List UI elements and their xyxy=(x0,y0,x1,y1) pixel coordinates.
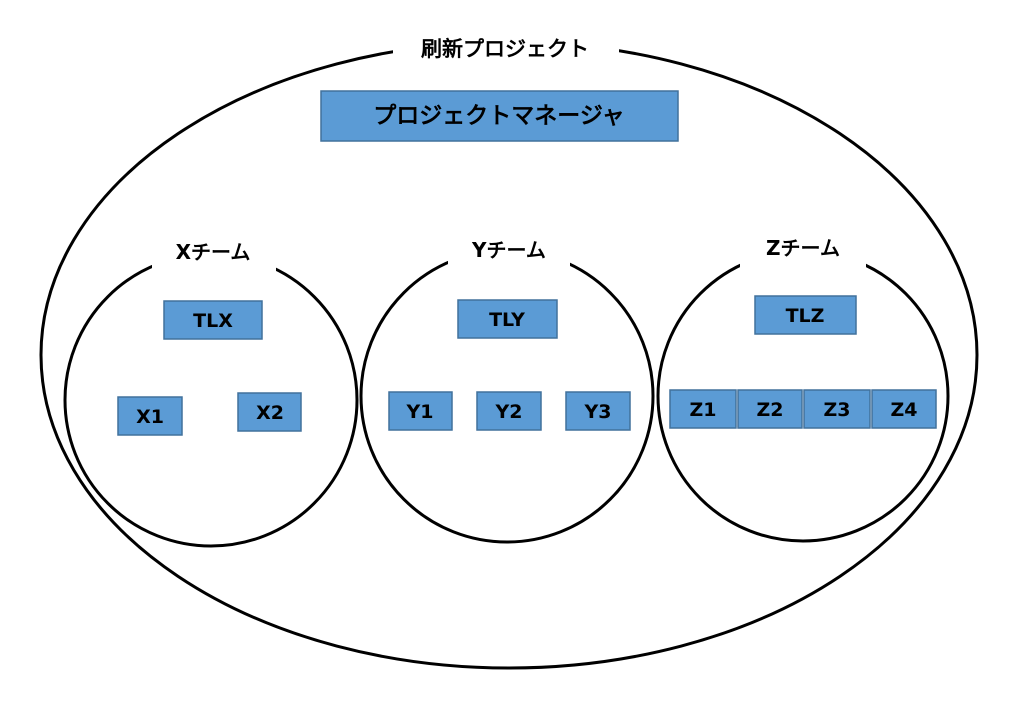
project-manager-label: プロジェクトマネージャ xyxy=(373,103,624,129)
team-y-member-1: Y1 xyxy=(406,401,434,423)
team-z-member-box xyxy=(737,389,803,429)
team-z-name: Zチーム xyxy=(766,236,840,260)
team-y-leader-box xyxy=(457,299,558,339)
team-y-leader: TLY xyxy=(489,309,525,331)
team-x-leader: TLX xyxy=(193,310,233,332)
team-x-leader-box xyxy=(163,300,263,340)
team-z-member-box xyxy=(669,389,737,429)
project-title-gap xyxy=(393,26,619,70)
team-y-title-gap xyxy=(448,230,570,270)
team-y-member-3: Y3 xyxy=(584,401,612,423)
team-x-circle xyxy=(63,252,359,548)
team-x-name: Xチーム xyxy=(176,240,251,264)
team-y-member-box xyxy=(388,391,453,431)
team-z-title-gap xyxy=(740,228,866,268)
team-z-leader-box xyxy=(754,295,857,335)
team-z-leader: TLZ xyxy=(786,305,825,327)
team-z-member-4: Z4 xyxy=(891,399,918,421)
team-x-member-box xyxy=(237,392,302,432)
team-x-title-gap xyxy=(152,232,276,272)
team-z-member-box xyxy=(871,389,937,429)
team-y-name: Yチーム xyxy=(471,238,546,262)
project-manager-box xyxy=(320,90,679,142)
team-x-member-2: X2 xyxy=(256,402,284,424)
team-y-member-box xyxy=(565,391,631,431)
team-z-member-1: Z1 xyxy=(690,399,717,421)
project-title: 刷新プロジェクト xyxy=(421,37,589,61)
team-y-member-2: Y2 xyxy=(495,401,523,423)
team-y-member-box xyxy=(476,391,542,431)
team-z-member-2: Z2 xyxy=(757,399,784,421)
team-x-member-1: X1 xyxy=(136,406,164,428)
team-z-member-3: Z3 xyxy=(824,399,851,421)
team-z-member-box xyxy=(803,389,871,429)
team-x-member-box xyxy=(117,396,183,436)
